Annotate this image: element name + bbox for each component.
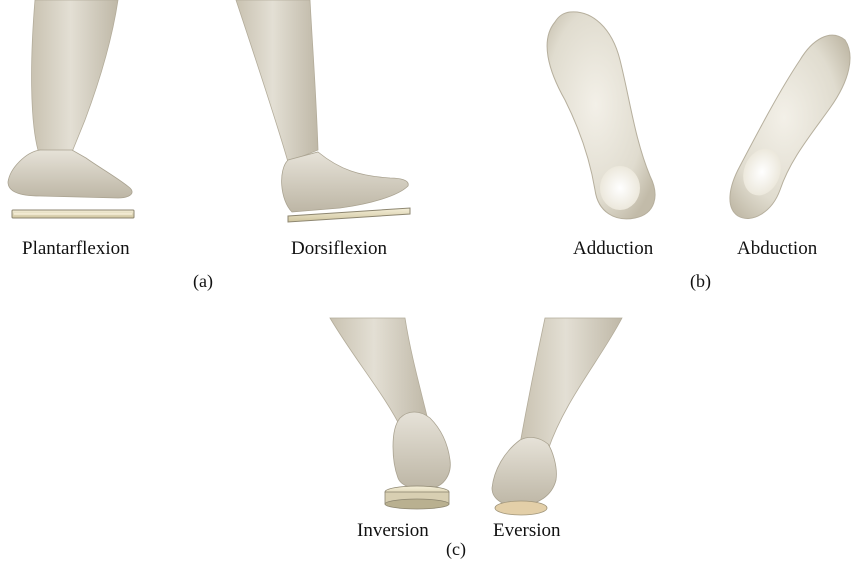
adduction-label: Adduction	[573, 239, 653, 258]
dorsiflexion-label: Dorsiflexion	[291, 239, 387, 258]
inversion-illustration	[330, 318, 450, 509]
eversion-label: Eversion	[493, 521, 561, 540]
adduction-illustration	[547, 12, 655, 219]
eversion-illustration	[492, 318, 622, 515]
inversion-label: Inversion	[357, 521, 429, 540]
panel-a-caption: (a)	[193, 272, 213, 290]
plantarflexion-label: Plantarflexion	[22, 239, 130, 258]
abduction-illustration	[730, 35, 850, 218]
dorsiflexion-illustration	[236, 0, 410, 222]
abduction-label: Abduction	[737, 239, 817, 258]
panel-c-caption: (c)	[446, 540, 466, 558]
panel-b-caption: (b)	[690, 272, 711, 290]
plantarflexion-illustration	[8, 0, 134, 218]
